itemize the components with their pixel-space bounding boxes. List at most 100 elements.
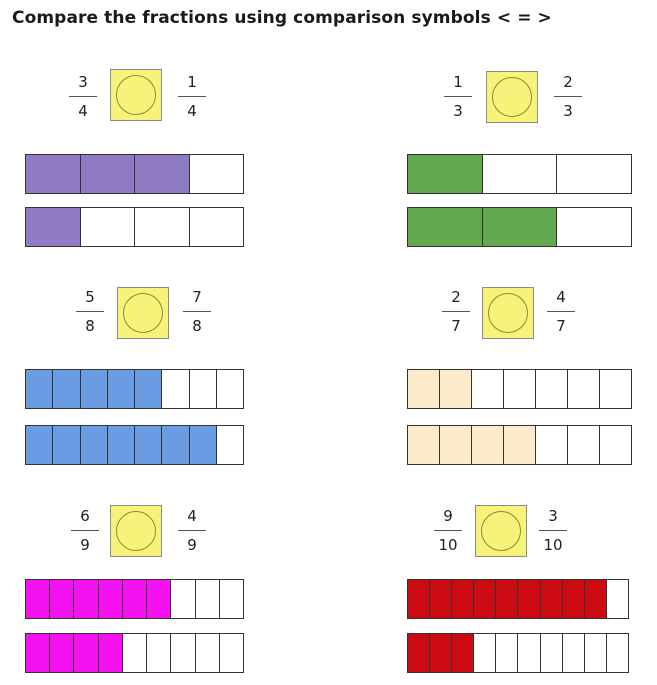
comparison-answer-box[interactable]: [110, 69, 162, 121]
denominator: 3: [563, 102, 573, 120]
unshaded-part: [557, 208, 632, 246]
shaded-part: [50, 634, 75, 672]
numerator: 3: [78, 73, 88, 91]
denominator: 7: [451, 317, 461, 335]
unshaded-part: [568, 426, 600, 464]
unshaded-part: [584, 634, 607, 672]
right-fraction: 1 4: [172, 72, 212, 121]
unshaded-part: [518, 634, 541, 672]
shaded-part: [430, 580, 453, 618]
unshaded-part: [189, 370, 217, 408]
unshaded-part: [216, 370, 243, 408]
shaded-part: [408, 370, 440, 408]
numerator: 2: [451, 288, 461, 306]
unshaded-part: [504, 370, 536, 408]
answer-circle: [492, 77, 532, 117]
comparison-answer-box[interactable]: [475, 505, 527, 557]
right-fraction: 7 8: [177, 287, 217, 336]
unshaded-part: [189, 208, 243, 246]
comparison-answer-box[interactable]: [486, 71, 538, 123]
fraction-bar-model: [25, 633, 244, 673]
unshaded-part: [135, 208, 190, 246]
fraction-bar: [76, 311, 104, 312]
shaded-part: [80, 370, 108, 408]
denominator: 9: [187, 536, 197, 554]
answer-circle: [123, 293, 163, 333]
unshaded-part: [606, 634, 628, 672]
unshaded-part: [496, 634, 519, 672]
fraction-bar-model: [407, 425, 632, 465]
numerator: 4: [556, 288, 566, 306]
unshaded-part: [162, 370, 190, 408]
numerator: 4: [187, 507, 197, 525]
unshaded-part: [540, 634, 563, 672]
shaded-part: [540, 580, 563, 618]
shaded-part: [584, 580, 607, 618]
shaded-part: [26, 155, 81, 193]
shaded-part: [53, 426, 81, 464]
unshaded-part: [536, 370, 568, 408]
unshaded-part: [216, 426, 243, 464]
fraction-bar: [178, 96, 206, 97]
numerator: 2: [563, 73, 573, 91]
comparison-answer-box[interactable]: [482, 287, 534, 339]
shaded-part: [504, 426, 536, 464]
shaded-part: [189, 426, 217, 464]
numerator: 9: [443, 507, 453, 525]
right-fraction: 2 3: [548, 72, 588, 121]
fraction-bar: [71, 530, 99, 531]
fraction-bar-model: [407, 579, 629, 619]
unshaded-part: [562, 634, 585, 672]
shaded-part: [562, 580, 585, 618]
fraction-bar: [539, 530, 567, 531]
fraction-bar: [69, 96, 97, 97]
fraction-bar: [442, 311, 470, 312]
numerator: 3: [548, 507, 558, 525]
unshaded-part: [171, 634, 196, 672]
shaded-part: [26, 370, 54, 408]
shaded-part: [482, 208, 558, 246]
fraction-bar-model: [25, 369, 244, 409]
fraction-bar-model: [25, 425, 244, 465]
fraction-bar: [178, 530, 206, 531]
shaded-part: [26, 426, 54, 464]
shaded-part: [408, 155, 483, 193]
unshaded-part: [600, 370, 631, 408]
fraction-bar-model: [25, 207, 244, 247]
shaded-part: [80, 426, 108, 464]
fraction-bar-model: [407, 633, 629, 673]
denominator: 7: [556, 317, 566, 335]
shaded-part: [50, 580, 75, 618]
fraction-bar-model: [25, 154, 244, 194]
fraction-bar: [444, 96, 472, 97]
numerator: 6: [80, 507, 90, 525]
comparison-answer-box[interactable]: [110, 505, 162, 557]
shaded-part: [80, 155, 135, 193]
shaded-part: [162, 426, 190, 464]
shaded-part: [472, 426, 504, 464]
unshaded-part: [80, 208, 135, 246]
unshaded-part: [536, 426, 568, 464]
fraction-bar: [434, 530, 462, 531]
fraction-bar-model: [407, 207, 632, 247]
left-fraction: 6 9: [65, 506, 105, 555]
unshaded-part: [147, 634, 172, 672]
comparison-answer-box[interactable]: [117, 287, 169, 339]
right-fraction: 3 10: [533, 506, 573, 555]
shaded-part: [135, 155, 190, 193]
denominator: 3: [453, 102, 463, 120]
unshaded-part: [195, 634, 220, 672]
unshaded-part: [472, 370, 504, 408]
unshaded-part: [557, 155, 632, 193]
right-fraction: 4 9: [172, 506, 212, 555]
shaded-part: [26, 580, 51, 618]
numerator: 1: [187, 73, 197, 91]
answer-circle: [116, 75, 156, 115]
fraction-bar-model: [407, 369, 632, 409]
unshaded-part: [474, 634, 497, 672]
shaded-part: [98, 634, 123, 672]
shaded-part: [430, 634, 453, 672]
unshaded-part: [219, 634, 243, 672]
denominator: 9: [80, 536, 90, 554]
denominator: 10: [438, 536, 458, 554]
